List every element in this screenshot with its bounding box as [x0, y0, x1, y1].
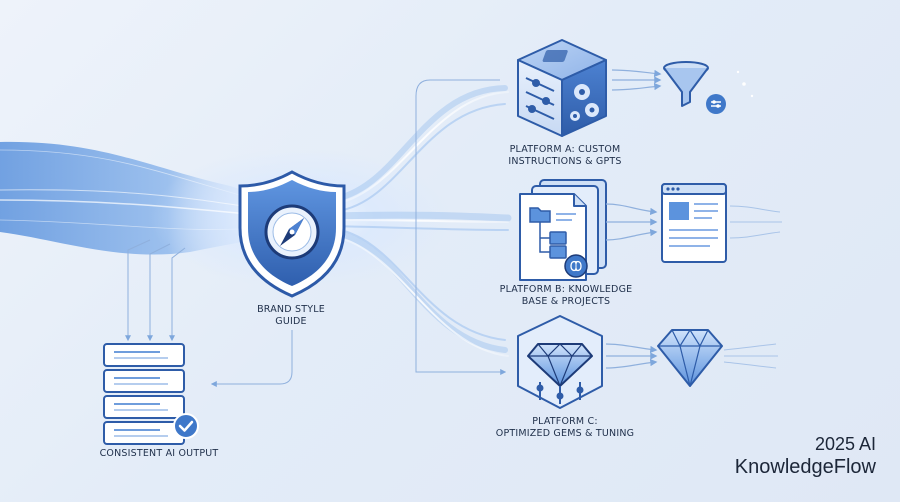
- platform-b-label: PLATFORM B: KNOWLEDGE BASE & PROJECTS: [486, 284, 646, 308]
- platform-c-label: PLATFORM C: OPTIMIZED GEMS & TUNING: [480, 416, 650, 440]
- brand-style-guide-label-line1: BRAND STYLE: [257, 304, 325, 315]
- platform-a-label: PLATFORM A: CUSTOM INSTRUCTIONS & GPTs: [490, 144, 640, 168]
- diamond-icon: [657, 328, 723, 387]
- brand-year-text: 2025 AI: [814, 434, 876, 454]
- brand-style-guide-label-line2: GUIDE: [275, 316, 307, 327]
- funnel-icon: [663, 61, 709, 107]
- brand-name-text: KnowledgeFlow: [734, 456, 876, 478]
- compass-shield-icon: [238, 170, 346, 298]
- platform-c-exit-lines: [723, 343, 778, 369]
- platform-c-label-line2: OPTIMIZED GEMS & TUNING: [495, 428, 635, 439]
- platform-b-label-line1: PLATFORM B: KNOWLEDGE: [499, 284, 633, 295]
- gears-cube-icon: [517, 39, 607, 137]
- brand-style-guide-label: BRAND STYLE GUIDE: [236, 304, 346, 328]
- platform-a-label-line1: PLATFORM A: CUSTOM: [509, 144, 621, 155]
- sparkles: [736, 70, 754, 98]
- platform-a-output-lines: [611, 69, 662, 91]
- diamond-icon: [517, 315, 603, 409]
- platform-a-label-line2: INSTRUCTIONS & GPTs: [508, 156, 622, 167]
- platform-c-output-lines: [605, 343, 658, 369]
- connector-lines: [125, 79, 507, 387]
- output-document-stack: [103, 343, 185, 445]
- consistent-ai-output-label: CONSISTENT AI OUTPUT: [99, 448, 219, 459]
- check-badge-icon: [173, 413, 199, 439]
- platform-b-exit-lines: [729, 205, 782, 239]
- platform-b-output-lines: [605, 203, 658, 241]
- platform-c-label-line1: PLATFORM C:: [532, 416, 598, 427]
- document-stack-icon: [519, 179, 607, 281]
- brain-icon: [564, 254, 588, 278]
- settings-badge-icon: [706, 94, 726, 114]
- layout-window-icon: [661, 183, 727, 263]
- platform-b-label-line2: BASE & PROJECTS: [521, 296, 611, 307]
